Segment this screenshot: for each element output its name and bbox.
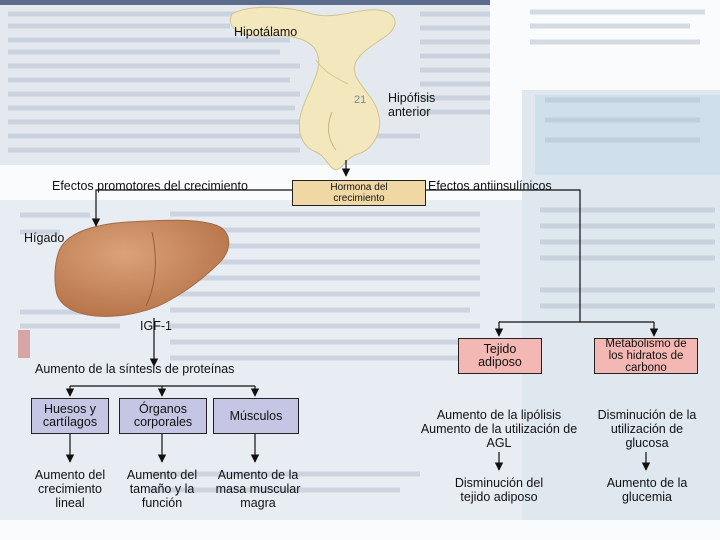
liver-shape <box>54 219 230 317</box>
lipolysis-effect: Aumento de la lipólisis Aumento de la ut… <box>420 408 578 450</box>
protein-synthesis-label: Aumento de la síntesis de proteínas <box>35 362 235 376</box>
muscles-box: Músculos <box>213 398 299 434</box>
liver-lobe-line <box>145 231 156 307</box>
pituitary-stalk-line <box>315 59 349 85</box>
carbohydrate-metabolism-box: Metabolismo de los hidratos de carbono <box>594 338 698 374</box>
body-organs-label: Órganos corporales <box>133 402 193 429</box>
glucose-use-effect: Disminución de la utilización de glucosa <box>597 408 697 450</box>
pituitary-lobe-line <box>328 111 337 151</box>
hypothalamus-label: Hipotálamo <box>234 25 298 39</box>
growth-hormone-label: Hormona del crecimiento <box>330 182 388 204</box>
adipose-tissue-label: Tejido adiposo <box>478 342 522 369</box>
bones-cartilage-box: Huesos y cartílagos <box>31 398 109 434</box>
connector-lines <box>65 160 659 471</box>
linear-growth-effect: Aumento del crecimiento lineal <box>34 468 106 510</box>
anti-insulin-effects-label: Efectos antiinsulínicos <box>428 179 552 193</box>
growth-hormone-box: Hormona del crecimiento <box>292 180 426 206</box>
body-organs-box: Órganos corporales <box>119 398 207 434</box>
glycemia-increase-result: Aumento de la glucemia <box>606 476 688 504</box>
growth-effects-label: Efectos promotores del crecimiento <box>52 179 248 193</box>
adipose-tissue-box: Tejido adiposo <box>458 338 542 374</box>
organ-size-effect: Aumento del tamaño y la función <box>126 468 198 510</box>
top-dark-strip <box>0 0 490 5</box>
adipose-decrease-result: Disminución del tejido adiposo <box>454 476 544 504</box>
carbohydrate-metabolism-label: Metabolismo de los hidratos de carbono <box>605 338 687 374</box>
page-number: 21 <box>354 94 367 106</box>
pituitary-label: Hipófisis anterior <box>388 91 436 119</box>
lean-muscle-effect: Aumento de la masa muscular magra <box>215 468 301 510</box>
right-blue-panel <box>535 95 720 175</box>
igf1-label: IGF-1 <box>140 319 172 333</box>
hypothalamus-pituitary-shape <box>229 6 396 171</box>
liver-label: Hígado <box>24 231 65 245</box>
bones-cartilage-label: Huesos y cartílagos <box>42 402 98 429</box>
reddish-mark <box>18 330 30 358</box>
muscles-label: Músculos <box>229 408 283 423</box>
